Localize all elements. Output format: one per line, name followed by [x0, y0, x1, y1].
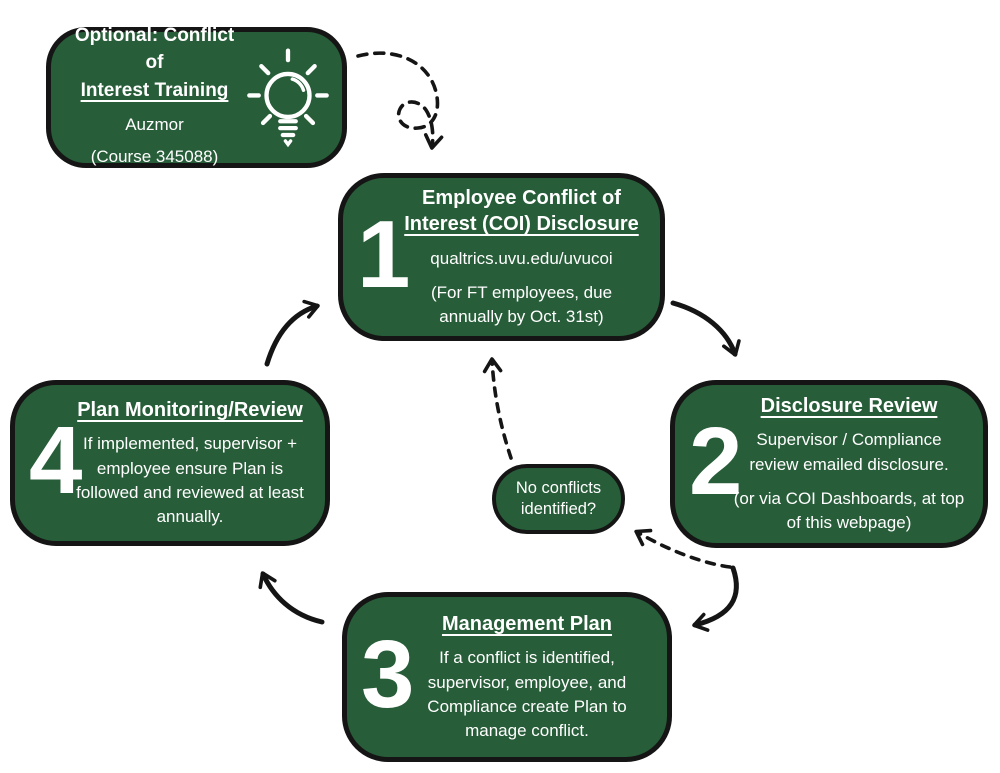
step1-title-line2: Interest (COI) Disclosure — [404, 213, 639, 236]
step1-card: 1 Employee Conflict of Interest (COI) Di… — [338, 173, 665, 341]
decision-bubble: No conflicts identified? — [492, 464, 625, 534]
lightbulb-icon — [244, 46, 332, 150]
step4-title: Plan Monitoring/Review — [77, 399, 303, 422]
optional-title-line2: Interest Training — [80, 79, 229, 101]
step2-card: 2 Disclosure Review Supervisor / Complia… — [670, 380, 988, 548]
step3-body: If a conflict is identified, supervisor,… — [427, 648, 627, 740]
optional-platform: Auzmor — [125, 114, 184, 134]
step1-title-line1: Employee Conflict of — [422, 186, 621, 209]
arrow-step2-to-step3 — [692, 565, 739, 632]
optional-course: (Course 345088) — [90, 146, 219, 166]
optional-title-line1: Optional: Conflict of — [74, 24, 235, 74]
step2-body: Supervisor / Compliance review emailed d… — [749, 430, 949, 474]
decision-label: No conflicts identified? — [515, 478, 602, 518]
step1-link: qualtrics.uvu.edu/uvucoi — [430, 248, 613, 268]
step4-number: 4 — [29, 407, 82, 515]
step2-note: (or via COI Dashboards, at top of this w… — [733, 488, 965, 532]
optional-training-card: Optional: Conflict of Interest Training … — [46, 25, 347, 168]
step1-note: (For FT employees, due annually by Oct. … — [430, 282, 613, 326]
step4-card: 4 Plan Monitoring/Review If implemented,… — [10, 380, 330, 546]
arrow-step3-to-step4 — [258, 571, 325, 625]
step3-card: 3 Management Plan If a conflict is ident… — [342, 592, 672, 762]
step2-number: 2 — [689, 408, 742, 516]
optional-training-text: Optional: Conflict of Interest Training … — [65, 22, 244, 173]
step1-number: 1 — [357, 201, 410, 309]
step3-number: 3 — [361, 621, 414, 729]
arrow-decision-to-step1 — [482, 357, 513, 460]
arrow-step1-to-step2 — [670, 300, 741, 357]
step2-title: Disclosure Review — [760, 395, 938, 418]
step4-body: If implemented, supervisor + employee en… — [76, 434, 304, 526]
step3-title: Management Plan — [441, 613, 613, 636]
arrow-step4-to-step1 — [264, 299, 320, 367]
arrow-optional-to-step1 — [356, 51, 444, 150]
